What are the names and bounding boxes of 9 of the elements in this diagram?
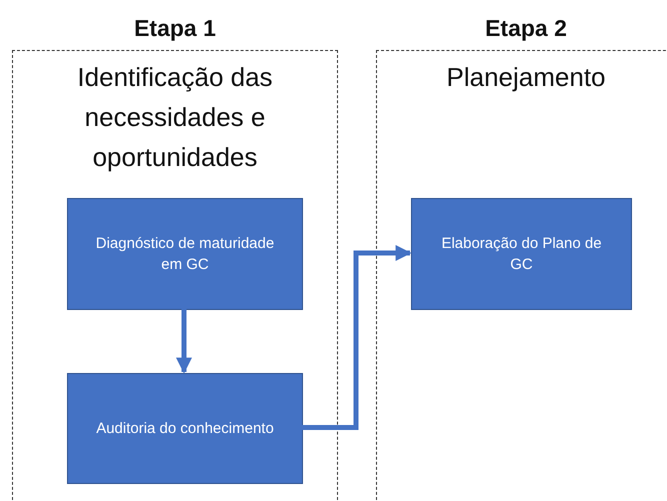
stage-title: Planejamento bbox=[446, 61, 606, 94]
arrow bbox=[302, 245, 412, 430]
process-box: Auditoria do conhecimento bbox=[67, 373, 303, 484]
stage-title: Identificação das necessidades e oportunidades bbox=[76, 61, 274, 174]
stage-heading: Etapa 2 bbox=[484, 15, 568, 42]
process-box: Diagnóstico de maturidade em GC bbox=[67, 198, 303, 310]
stage-heading: Etapa 1 bbox=[133, 15, 217, 42]
arrow bbox=[176, 309, 192, 374]
process-box: Elaboração do Plano de GC bbox=[411, 198, 632, 310]
